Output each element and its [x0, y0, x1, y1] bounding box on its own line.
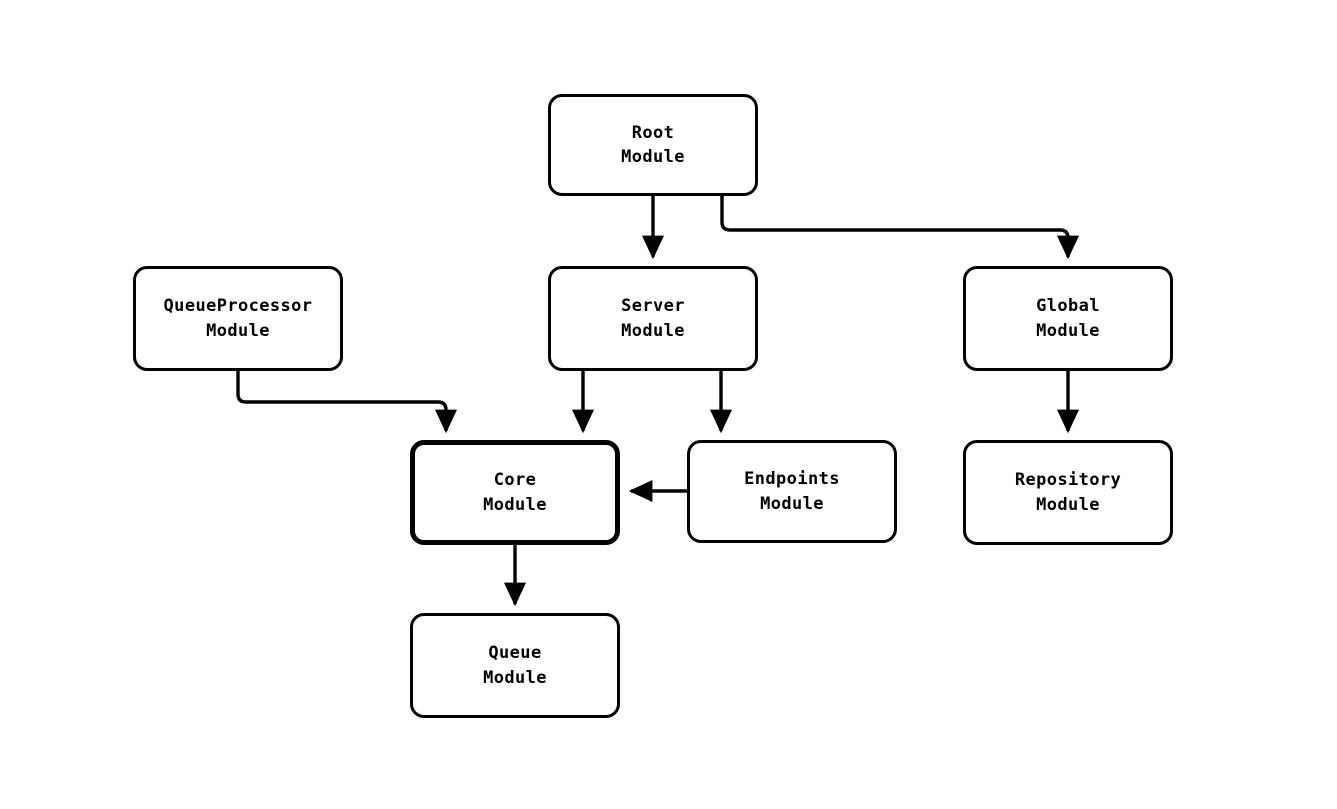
node-repository-module[interactable]: Repository Module [963, 440, 1173, 545]
edge-root-to-global [720, 196, 1080, 260]
node-endpoints-module[interactable]: Endpoints Module [687, 440, 897, 543]
node-root-module-label: Root Module [621, 122, 685, 167]
node-global-module-label: Global Module [1036, 296, 1100, 341]
node-queueprocessor-module-label: QueueProcessor Module [163, 296, 313, 341]
node-root-module[interactable]: Root Module [548, 94, 758, 196]
node-server-module-label: Server Module [621, 296, 685, 341]
node-queueprocessor-module[interactable]: QueueProcessor Module [133, 266, 343, 371]
node-repository-module-label: Repository Module [1014, 470, 1122, 515]
node-queue-module[interactable]: Queue Module [410, 613, 620, 718]
node-core-module-label: Core Module [483, 470, 547, 515]
node-server-module[interactable]: Server Module [548, 266, 758, 371]
node-global-module[interactable]: Global Module [963, 266, 1173, 371]
edge-queueprocessor-to-core [236, 371, 458, 434]
node-core-module[interactable]: Core Module [410, 440, 620, 545]
node-queue-module-label: Queue Module [483, 643, 547, 688]
node-endpoints-module-label: Endpoints Module [744, 469, 840, 514]
